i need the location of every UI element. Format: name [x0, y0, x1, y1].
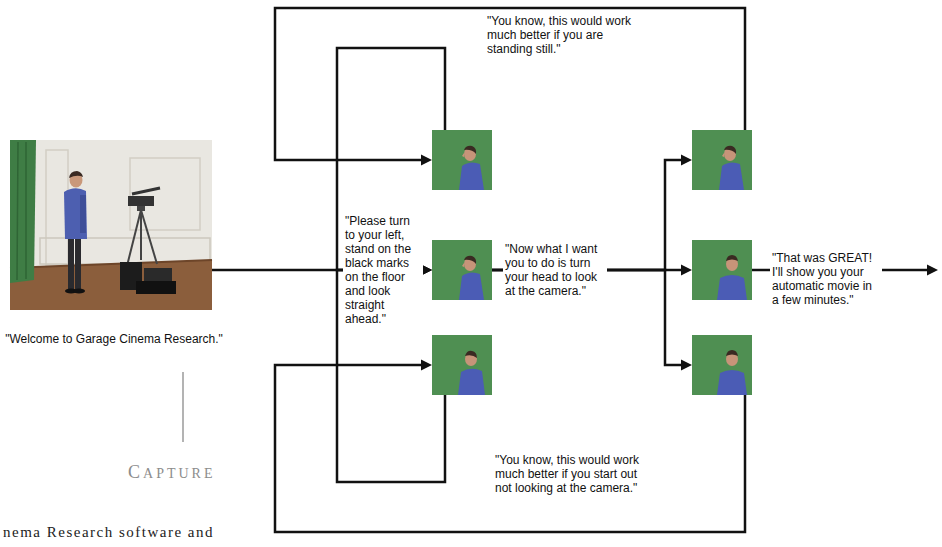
quote-text: "That was GREAT! I'll show you your auto… [770, 250, 882, 308]
quote-text: "You know, this would work much better i… [487, 14, 637, 56]
video-frame [432, 240, 492, 300]
edge-label: "Please turn to your left, stand on the … [343, 213, 423, 327]
quote-text: "You know, this would work much better i… [495, 453, 647, 495]
video-frame [692, 335, 752, 395]
arrow-head [927, 265, 938, 276]
video-frame: "That was GREAT! I'll show you your auto… [692, 240, 752, 300]
flow-connector [275, 360, 745, 533]
video-frame [432, 240, 492, 300]
arrow-head [681, 360, 692, 371]
connector-line [275, 8, 745, 160]
video-frame [432, 335, 492, 395]
section-heading: CAPTURE [128, 462, 215, 483]
video-frame [692, 335, 752, 395]
photo-frame: "Welcome to Garage Cinema Research." [10, 140, 212, 310]
studio-photo [10, 140, 212, 310]
video-frame [692, 130, 752, 190]
video-frame: "You know, this would work much better i… [432, 335, 492, 395]
flow-connector [275, 8, 745, 166]
video-frame [692, 240, 752, 300]
arrow-head [681, 155, 692, 166]
video-frame [692, 130, 752, 190]
arrow-head [421, 155, 432, 166]
edge-label: "Now what I want you to do is turn your … [503, 241, 607, 299]
body-text: nema Research software and [3, 524, 214, 541]
video-frame [432, 130, 492, 190]
arrow-head [681, 265, 692, 276]
connector-line [275, 365, 745, 532]
quote-text: "Welcome to Garage Cinema Research." [0, 332, 228, 346]
divider-line [182, 372, 184, 442]
arrow-head [421, 360, 432, 371]
video-frame: "You know, this would work much better i… [432, 130, 492, 190]
